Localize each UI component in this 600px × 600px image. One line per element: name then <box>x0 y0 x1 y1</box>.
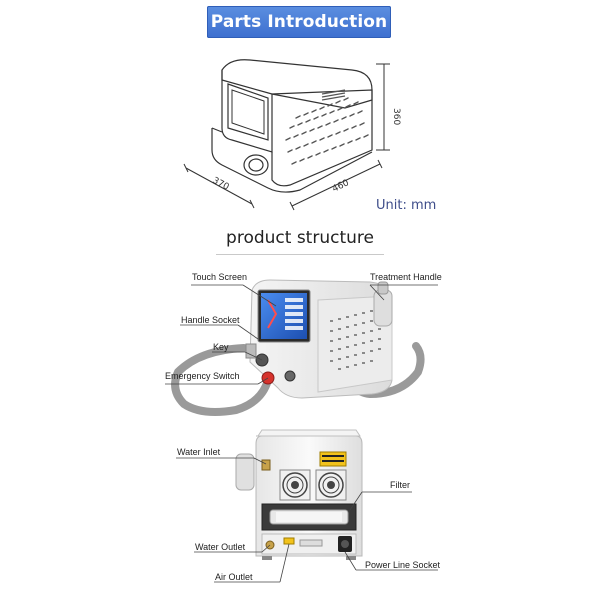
power-line-socket-label: Power Line Socket <box>365 560 441 570</box>
filter-label: Filter <box>390 480 410 490</box>
treatment-handle-label: Treatment Handle <box>370 272 442 282</box>
title-divider <box>216 254 384 255</box>
water-inlet-label: Water Inlet <box>177 447 221 457</box>
emergency-switch-label: Emergency Switch <box>165 371 240 381</box>
banner-title: Parts Introduction <box>210 12 388 32</box>
height-dimension: 360 <box>391 108 401 125</box>
air-outlet-label: Air Outlet <box>215 572 253 582</box>
handle-socket-label: Handle Socket <box>181 315 240 325</box>
water-outlet-label: Water Outlet <box>195 542 246 552</box>
parts-introduction-banner: Parts Introduction <box>207 6 391 38</box>
unit-label: Unit: mm <box>376 198 437 213</box>
key-label: Key <box>213 342 229 352</box>
section-title: product structure <box>226 228 374 248</box>
touch-screen-label: Touch Screen <box>192 272 248 282</box>
